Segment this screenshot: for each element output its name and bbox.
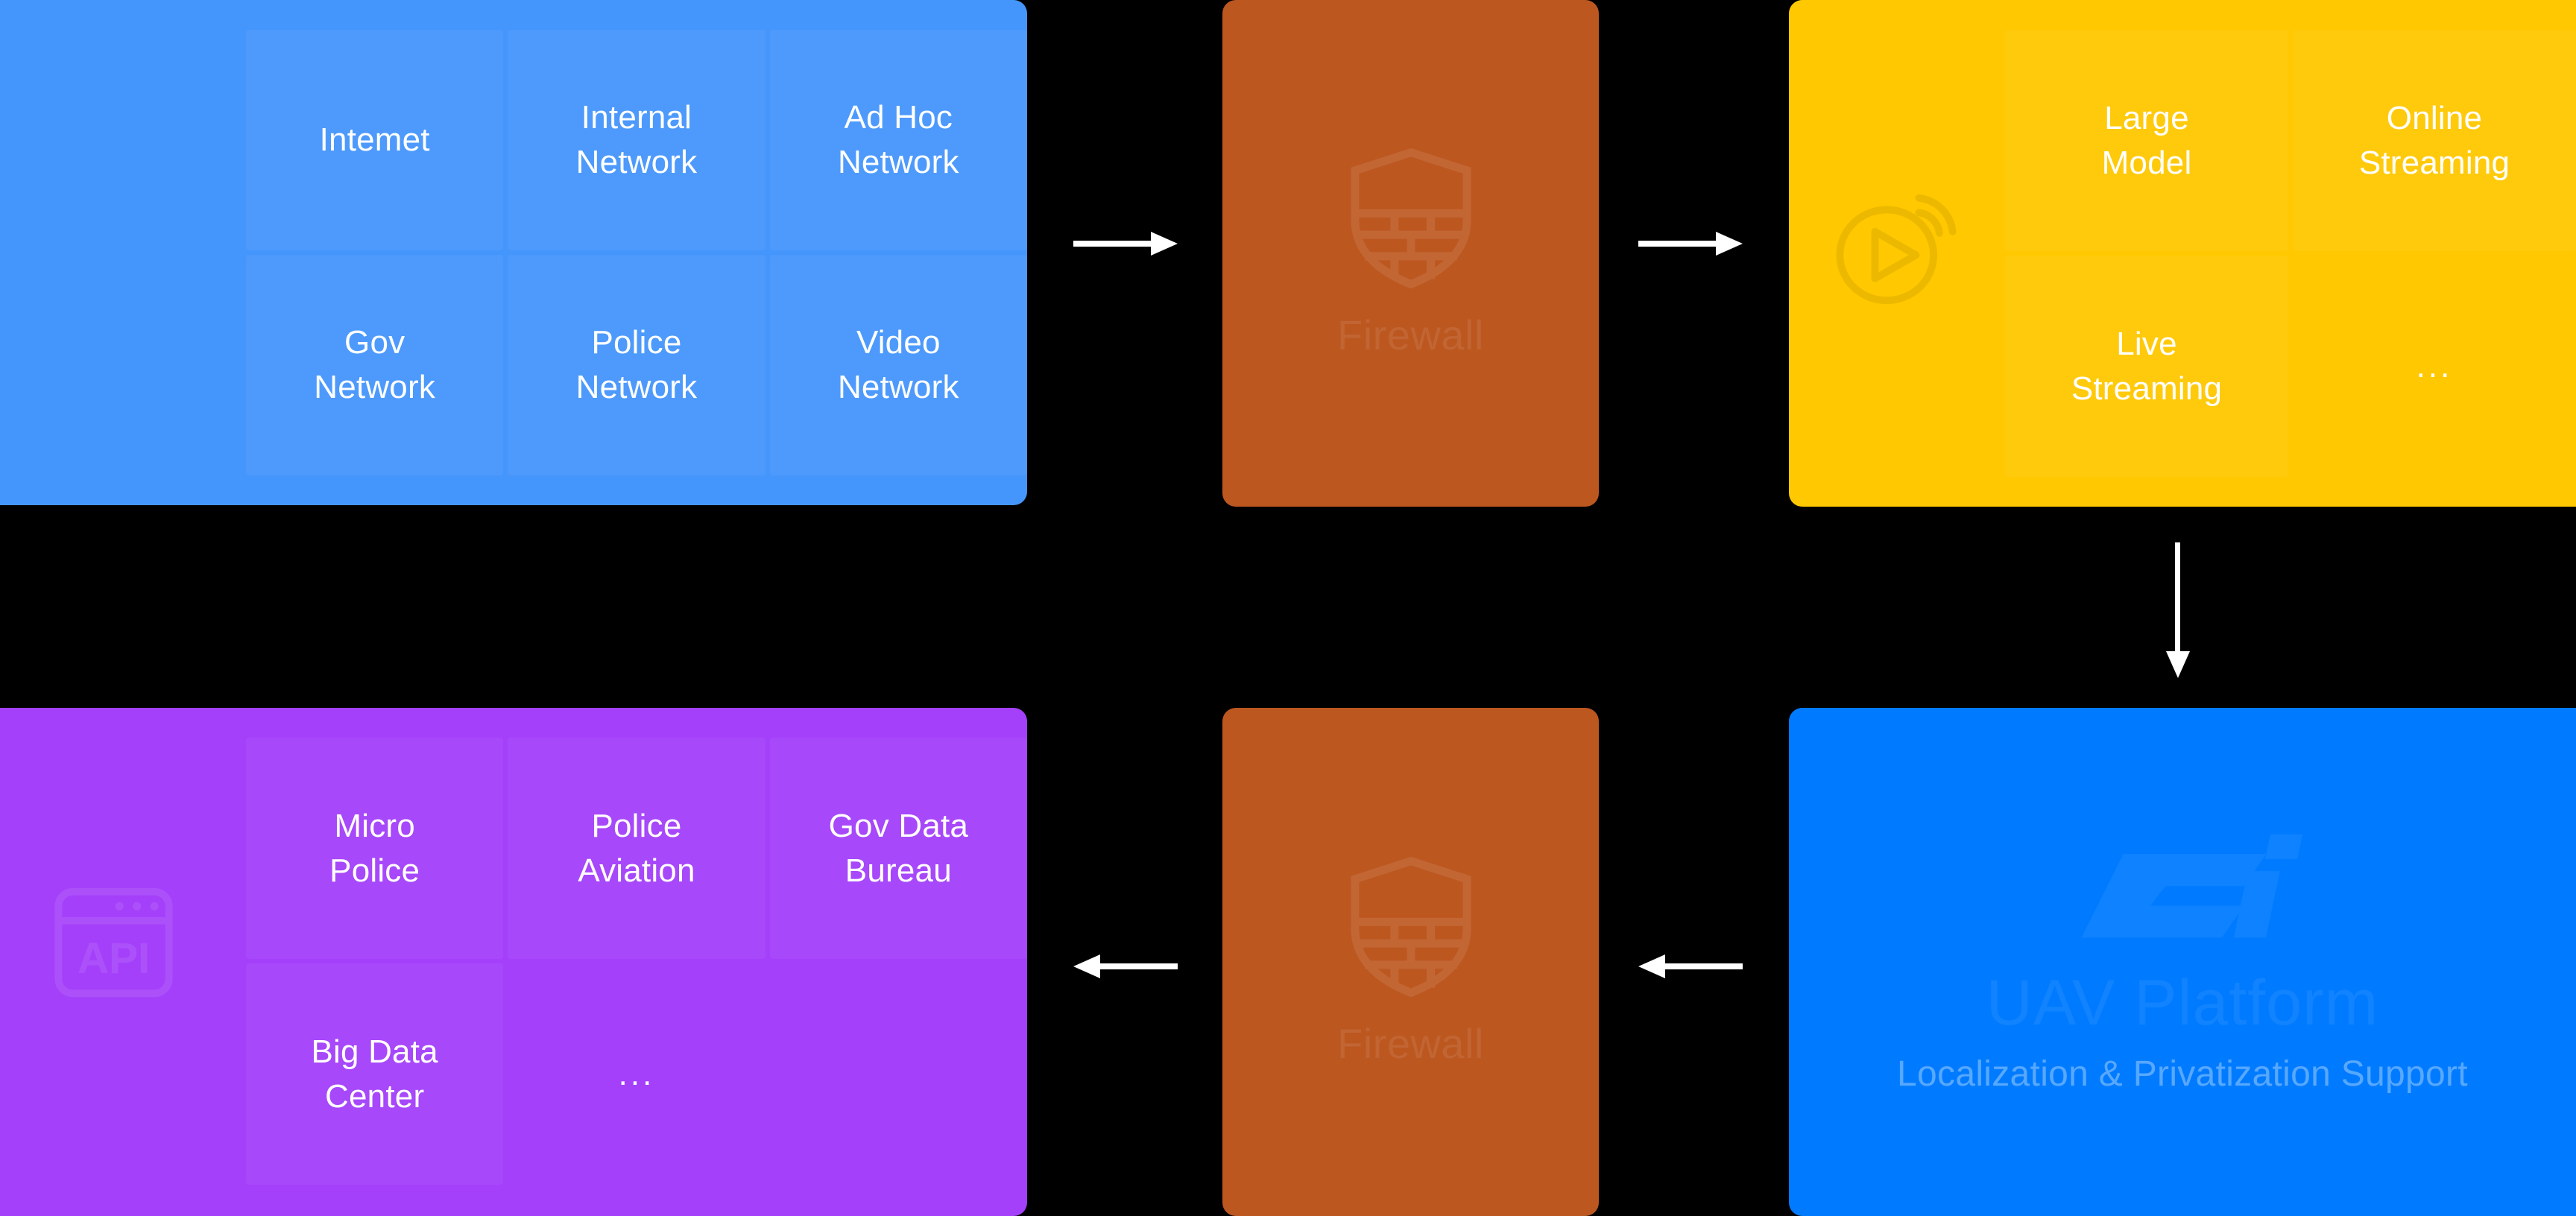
panel-uav-platform[interactable]: UAV Platform Localization & Privatizatio… <box>1789 708 2576 1216</box>
tile-ad-hoc-network[interactable]: Ad Hoc Network <box>769 30 1027 250</box>
tile-line: Micro <box>334 807 415 844</box>
arrow-down-icon <box>2166 542 2190 678</box>
access-network-tile-grid: Intemet Internal Network Ad Hoc Network … <box>246 30 1027 475</box>
arrow-right-icon <box>1073 232 1178 256</box>
tile-police-aviation[interactable]: Police Aviation <box>508 738 765 959</box>
firewall-top-content: Firewall <box>1222 0 1599 507</box>
tile-line: Video <box>856 324 941 361</box>
tile-line: Online <box>2386 99 2483 136</box>
tile-gov-agencies-more[interactable]: ... <box>508 963 765 1185</box>
tile-line: Gov <box>344 324 405 361</box>
arrow-left-icon <box>1638 954 1743 978</box>
uav-platform-title: UAV Platform <box>1986 966 2379 1039</box>
tile-large-model[interactable]: Large Model <box>2005 30 2288 251</box>
tile-line: Center <box>325 1077 425 1115</box>
tile-gov-data-bureau[interactable]: Gov Data Bureau <box>769 738 1027 959</box>
tile-line: Streaming <box>2071 370 2223 407</box>
tile-line: Large <box>2104 99 2189 136</box>
tile-internet[interactable]: Intemet <box>246 30 504 250</box>
tile-line: Model <box>2101 144 2192 181</box>
tile-line: Streaming <box>2358 144 2510 181</box>
gov-agencies-tile-grid: Micro Police Police Aviation Gov Data Bu… <box>246 738 1027 1185</box>
tile-line: Network <box>575 369 698 405</box>
tile-line: ... <box>618 1055 655 1092</box>
api-icon: API <box>52 883 175 1006</box>
tile-ai-services-more[interactable]: ... <box>2293 256 2576 477</box>
ai-services-tile-grid: Large Model Online Streaming Live Stream… <box>2005 30 2576 477</box>
tile-big-data-center[interactable]: Big Data Center <box>246 963 504 1185</box>
panel-ai-services[interactable]: Large Model Online Streaming Live Stream… <box>1789 0 2576 507</box>
tile-line: Aviation <box>578 852 695 889</box>
arrow-left-icon <box>1073 954 1178 978</box>
tile-line: Network <box>314 369 436 405</box>
tile-line: Big Data <box>311 1033 438 1070</box>
arrow-right-icon <box>1638 232 1743 256</box>
tile-line: ... <box>2416 347 2453 384</box>
uav-platform-subtitle: Localization & Privatization Support <box>1897 1054 2468 1094</box>
tile-line: Network <box>575 144 698 180</box>
arrow-uav-to-firewall-bottom <box>1638 950 1743 983</box>
arrow-firewall-top-to-ai <box>1638 227 1743 260</box>
panel-access-network[interactable]: Intemet Internal Network Ad Hoc Network … <box>0 0 1027 505</box>
firewall-bottom-label: Firewall <box>1337 1020 1484 1067</box>
tile-line: Ad Hoc <box>844 99 953 136</box>
arrow-access-to-firewall-top <box>1073 227 1178 260</box>
tile-micro-police[interactable]: Micro Police <box>246 738 504 959</box>
play-stream-icon <box>1834 186 1960 313</box>
tile-line: Network <box>837 144 959 180</box>
tile-line: Gov Data <box>828 807 969 844</box>
tile-line: Internal <box>581 99 692 136</box>
shield-brick-icon <box>1344 148 1478 293</box>
uav-platform-content: UAV Platform Localization & Privatizatio… <box>1789 708 2576 1216</box>
tile-gov-agencies-placeholder <box>770 963 1027 1185</box>
tile-gov-network[interactable]: Gov Network <box>246 255 504 475</box>
tile-online-streaming[interactable]: Online Streaming <box>2293 30 2576 251</box>
firewall-top-label: Firewall <box>1337 311 1484 358</box>
arrow-firewall-bottom-to-gov <box>1073 950 1178 983</box>
firewall-bottom-content: Firewall <box>1222 708 1599 1216</box>
tile-line: Network <box>837 369 959 405</box>
tile-line: Bureau <box>845 852 952 889</box>
arrow-ai-to-uav <box>2162 542 2194 678</box>
tile-live-streaming[interactable]: Live Streaming <box>2005 256 2288 477</box>
tile-line: Intemet <box>319 121 430 159</box>
tile-internal-network[interactable]: Internal Network <box>508 30 765 250</box>
tile-line: Police <box>591 324 682 361</box>
tile-video-network[interactable]: Video Network <box>769 255 1027 475</box>
tile-line: Live <box>2116 325 2177 362</box>
uav-brand-logo-icon <box>2059 830 2305 960</box>
panel-firewall-bottom[interactable]: Firewall <box>1222 708 1599 1216</box>
tile-police-network[interactable]: Police Network <box>508 255 765 475</box>
tile-line: Police <box>591 807 682 844</box>
panel-gov-agencies[interactable]: API Micro Police Police Aviation Gov Dat… <box>0 708 1027 1216</box>
shield-brick-icon <box>1344 856 1478 1001</box>
tile-line: Police <box>329 852 420 889</box>
svg-text:API: API <box>78 934 151 983</box>
panel-firewall-top[interactable]: Firewall <box>1222 0 1599 507</box>
